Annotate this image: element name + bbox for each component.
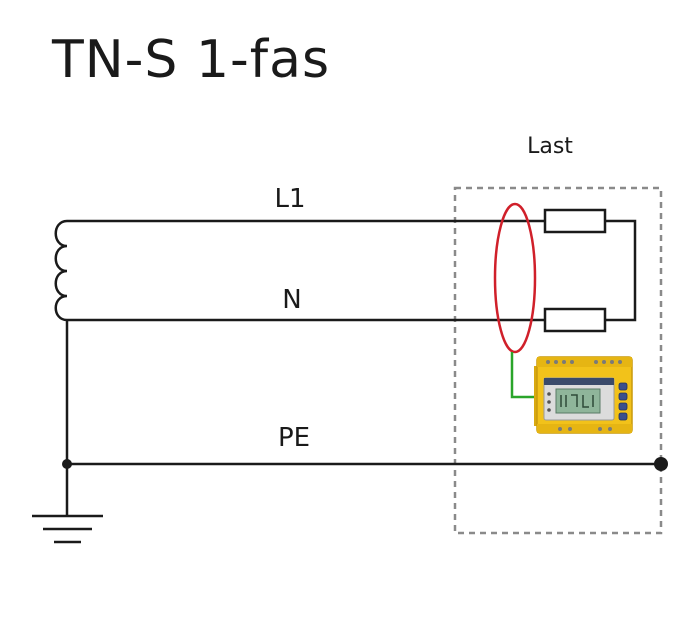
pe-label: PE xyxy=(278,423,310,453)
page-title: TN-S 1-fas xyxy=(52,30,331,90)
load-enclosure xyxy=(453,186,663,535)
load-resistor-n xyxy=(543,307,607,333)
residual-current-monitor-device xyxy=(534,356,633,434)
sense-wire xyxy=(510,352,538,399)
current-transformer xyxy=(493,202,537,354)
source-winding xyxy=(54,219,68,322)
pe-junction-load xyxy=(654,457,668,471)
l1-label: L1 xyxy=(274,184,305,214)
load-link xyxy=(605,219,637,322)
earth-icon xyxy=(32,514,103,544)
n-label: N xyxy=(282,285,301,315)
pe-junction-source xyxy=(62,459,72,469)
load-resistor-l1 xyxy=(543,208,607,234)
load-label: Last xyxy=(527,134,573,159)
